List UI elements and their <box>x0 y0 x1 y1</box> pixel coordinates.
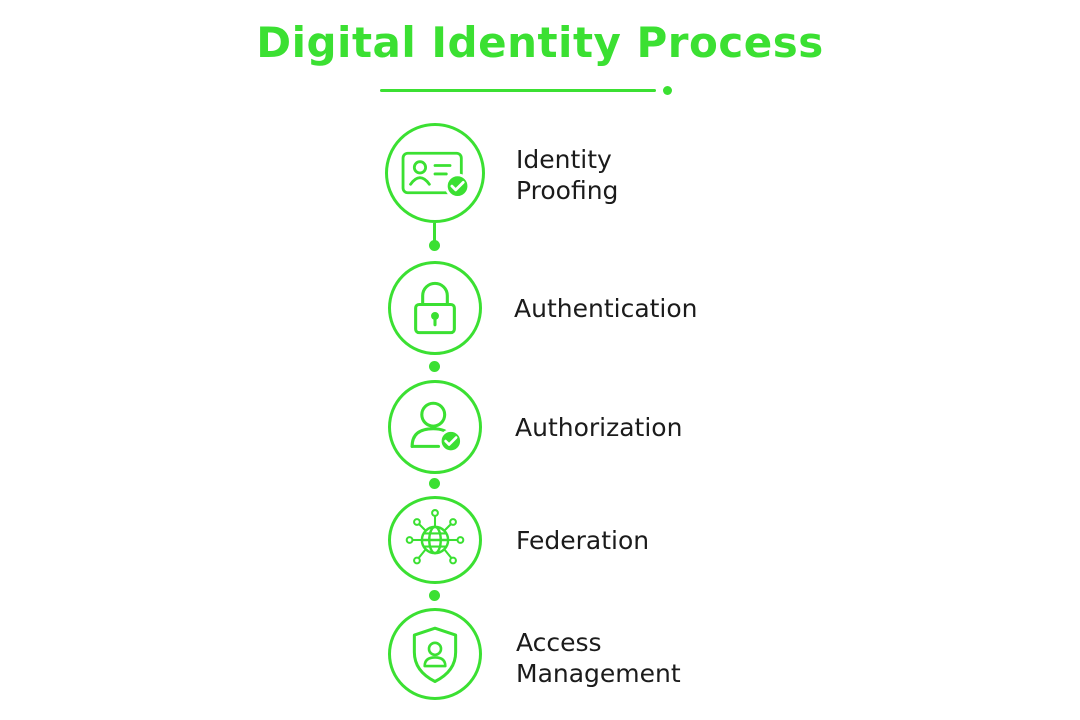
step-label-authorization: Authorization <box>515 412 682 443</box>
title-underline <box>380 89 656 92</box>
connector-dot <box>429 361 440 372</box>
step-label-identity-proofing: Identity Proofing <box>516 144 618 206</box>
page-title: Digital Identity Process <box>256 18 824 67</box>
shield-user-icon <box>412 626 458 684</box>
connector-dot <box>429 240 440 251</box>
id-card-check-icon <box>401 151 471 199</box>
step-label-line: Authentication <box>514 294 698 323</box>
step-circle-access-management <box>388 608 482 700</box>
step-label-line: Management <box>516 659 681 688</box>
step-circle-authorization <box>388 380 482 474</box>
step-label-federation: Federation <box>516 525 649 556</box>
connector-line <box>433 223 436 243</box>
step-label-line: Federation <box>516 526 650 555</box>
step-circle-authentication <box>388 261 482 355</box>
connector-dot <box>429 478 440 489</box>
title-underline-dot <box>663 86 672 95</box>
user-check-icon <box>410 401 463 453</box>
padlock-icon <box>414 281 456 335</box>
step-label-authentication: Authentication <box>514 293 698 324</box>
step-label-access-management: Access Management <box>516 627 681 689</box>
step-label-line: Access <box>516 628 602 657</box>
step-label-line: Identity <box>516 145 612 174</box>
step-circle-federation <box>388 496 482 584</box>
connector-dot <box>429 590 440 601</box>
step-label-line: Authorization <box>515 413 683 442</box>
globe-network-icon <box>405 509 465 565</box>
step-circle-identity-proofing <box>385 123 485 223</box>
step-label-line: Proofing <box>516 176 619 205</box>
